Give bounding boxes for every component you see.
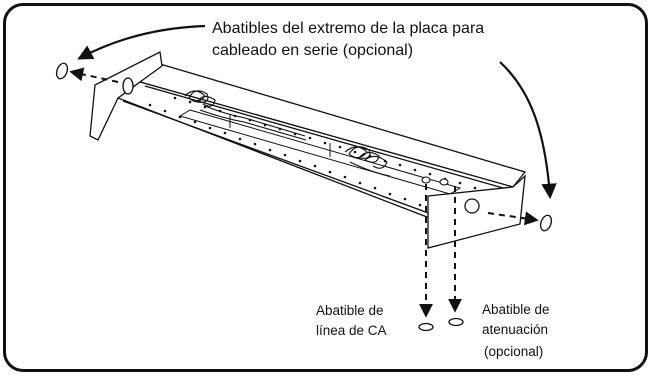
dimming-knockout-label-line1: Abatible de	[482, 302, 550, 317]
right-end-plate	[427, 174, 526, 249]
dimming-knockout-optional-label: (opcional)	[484, 344, 544, 359]
ac-knockout-label: Abatible de línea de CA	[316, 301, 387, 341]
end-knockout-disc-right	[539, 214, 553, 232]
ac-knockout-disc	[418, 322, 434, 332]
floor-knockouts	[421, 176, 449, 186]
end-knockout-disc-left	[55, 62, 69, 80]
left-end-plate	[89, 51, 163, 141]
right-end-knockout-hole	[464, 198, 480, 214]
ac-knockout-label-line1: Abatible de	[316, 303, 384, 318]
dimming-knockout-disc	[448, 317, 464, 327]
callout-arrows	[77, 24, 557, 200]
wire-bundle-right	[344, 146, 391, 177]
wire-bundle-left	[184, 90, 307, 141]
dashed-arrows	[69, 67, 539, 318]
diagram-frame	[3, 3, 648, 372]
end-knockouts-label: Abatibles del extremo de la placa para c…	[212, 18, 484, 62]
end-knockouts-label-line2: cableado en serie (opcional)	[212, 42, 414, 59]
dimming-knockout-label-line2: atenuación	[482, 322, 549, 337]
dimming-knockout-label: Abatible de atenuación	[482, 300, 550, 340]
left-end-knockout-hole	[122, 77, 134, 95]
ac-knockout-label-line2: línea de CA	[316, 323, 387, 338]
end-knockouts-label-line1: Abatibles del extremo de la placa para	[212, 20, 485, 37]
